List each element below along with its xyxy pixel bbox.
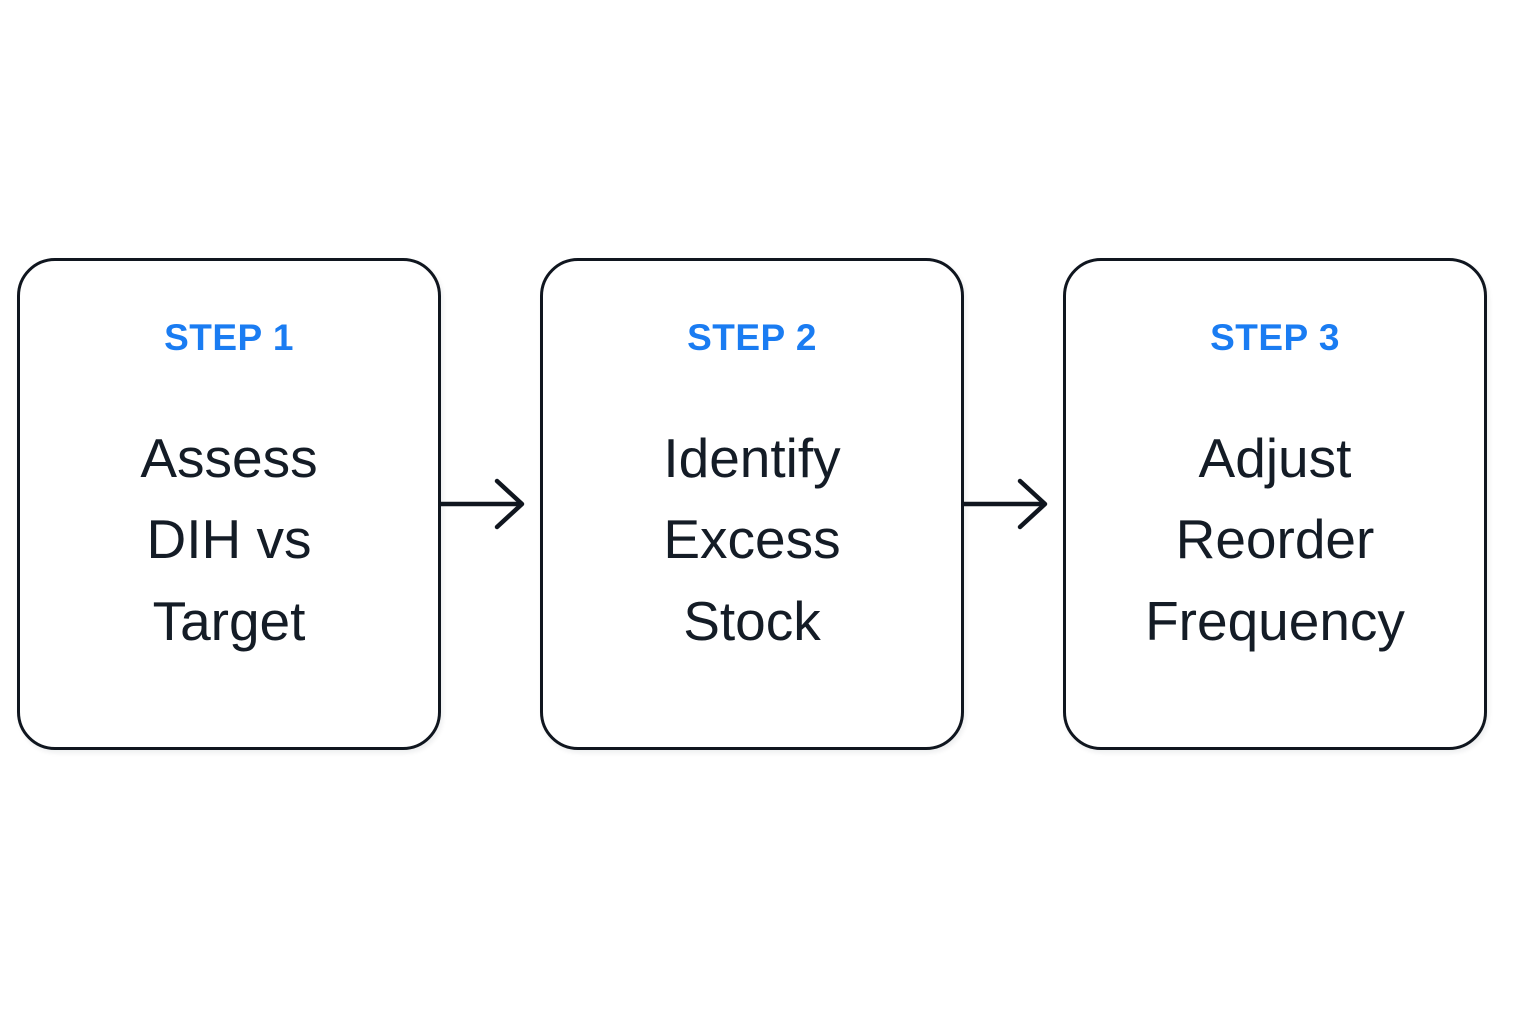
step-title-3: Adjust Reorder Frequency xyxy=(1145,426,1405,652)
flow-row: STEP 1 Assess DIH vs Target STEP 2 Ident… xyxy=(17,258,1487,750)
step-label-3: STEP 3 xyxy=(1210,317,1340,358)
step-box-2: STEP 2 Identify Excess Stock xyxy=(540,258,964,750)
step-title-wrap-3: Adjust Reorder Frequency xyxy=(1066,359,1484,747)
step-box-3: STEP 3 Adjust Reorder Frequency xyxy=(1063,258,1487,750)
step-label-1: STEP 1 xyxy=(164,317,294,358)
step-title-2: Identify Excess Stock xyxy=(663,426,841,652)
step-title-wrap-2: Identify Excess Stock xyxy=(543,359,961,747)
step-title-1: Assess DIH vs Target xyxy=(140,426,318,652)
step-label-2: STEP 2 xyxy=(687,317,817,358)
step-title-wrap-1: Assess DIH vs Target xyxy=(20,359,438,747)
step-box-1: STEP 1 Assess DIH vs Target xyxy=(17,258,441,750)
arrow-right-icon xyxy=(441,472,540,536)
arrow-right-icon xyxy=(964,472,1063,536)
